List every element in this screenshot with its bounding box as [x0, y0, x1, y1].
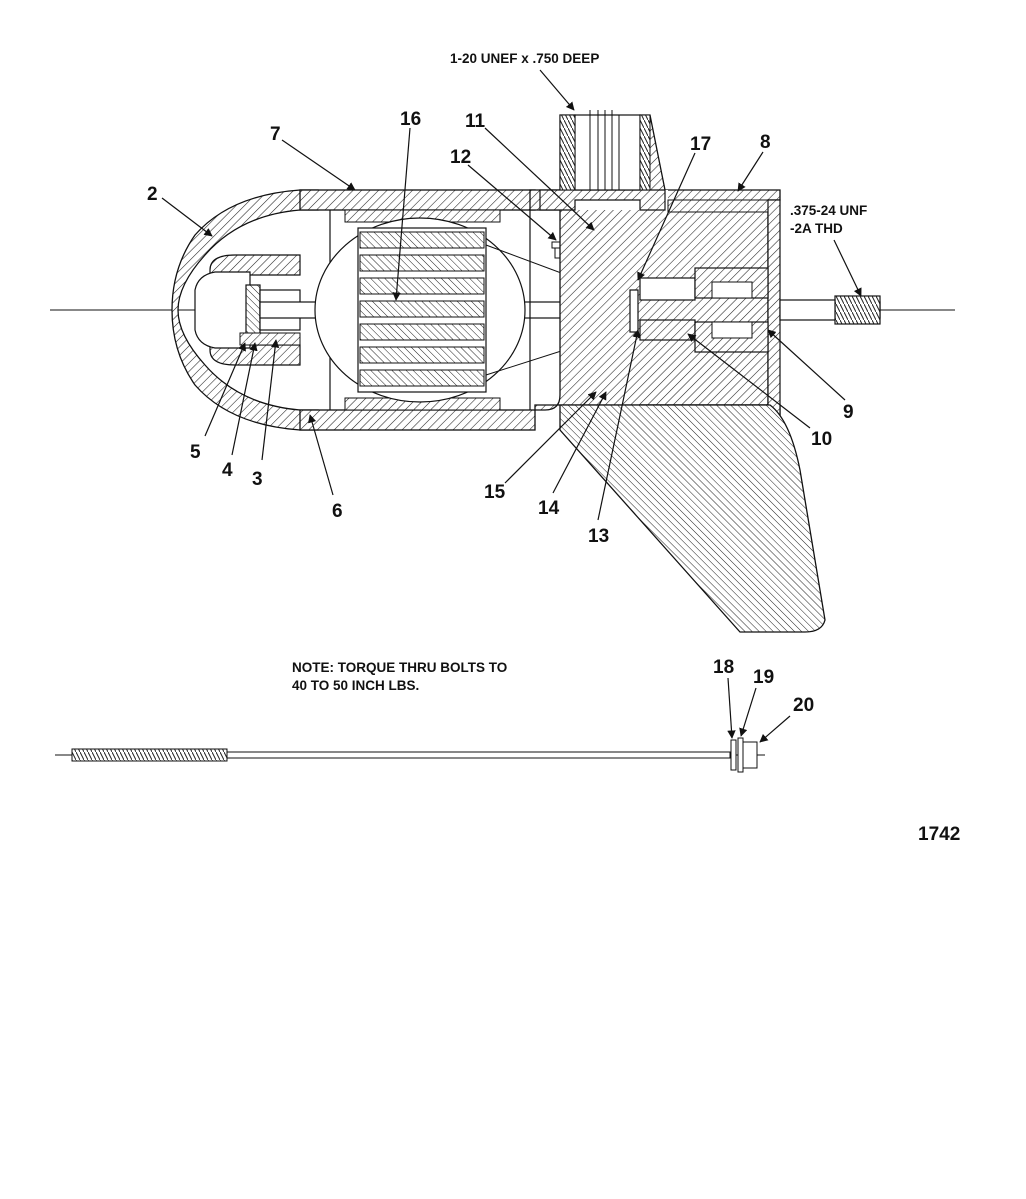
figure-number: 1742: [918, 824, 960, 845]
armature-lamination: [359, 254, 485, 272]
armature-part-16: [314, 217, 581, 403]
callout-10: 10: [811, 429, 832, 450]
armature-lamination: [359, 231, 485, 249]
washer-19: [737, 737, 744, 773]
note-shaft-thread-line2: -2A THD: [790, 221, 843, 236]
nose-cone-part-2: [171, 189, 319, 431]
callout-15: 15: [484, 482, 506, 503]
callout-7: 7: [270, 124, 281, 145]
callout-14: 14: [538, 498, 560, 519]
callout-18: 18: [713, 657, 734, 678]
note-torque-line1: NOTE: TORQUE THRU BOLTS TO: [292, 660, 507, 675]
callout-16: 16: [400, 109, 421, 130]
shaft-thread: [834, 295, 881, 325]
note-shaft-thread-line1: .375-24 UNF: [790, 203, 867, 218]
note-torque-line2: 40 TO 50 INCH LBS.: [292, 678, 419, 693]
front-housing-part-8: [529, 110, 781, 416]
callout-6: 6: [332, 501, 343, 522]
callout-12: 12: [450, 147, 471, 168]
callout-5: 5: [190, 442, 201, 463]
callout-3: 3: [252, 469, 263, 490]
thru-bolt-assembly: [55, 737, 765, 773]
bolt-head-20: [742, 741, 758, 769]
callout-13: 13: [588, 526, 609, 547]
armature-lamination: [359, 277, 485, 295]
callout-20: 20: [793, 695, 814, 716]
armature-lamination: [359, 300, 485, 318]
callout-17: 17: [690, 134, 711, 155]
motor-housing-tube: [299, 189, 536, 431]
washer-18: [730, 739, 737, 771]
armature-lamination: [359, 369, 485, 387]
shaft-front: [779, 299, 836, 321]
callout-11: 11: [465, 111, 486, 132]
armature-lamination: [359, 323, 485, 341]
armature-lamination: [359, 346, 485, 364]
callout-4: 4: [222, 460, 233, 481]
front-bearing-seal: [639, 267, 769, 353]
skeg: [559, 404, 826, 633]
leader-lines: [161, 69, 862, 743]
note-top-thread: 1-20 UNEF x .750 DEEP: [450, 51, 599, 66]
thrust-washer-13: [629, 289, 639, 333]
callout-19: 19: [753, 667, 774, 688]
callout-2: 2: [147, 184, 158, 205]
callout-9: 9: [843, 402, 854, 423]
callout-8: 8: [760, 132, 771, 153]
